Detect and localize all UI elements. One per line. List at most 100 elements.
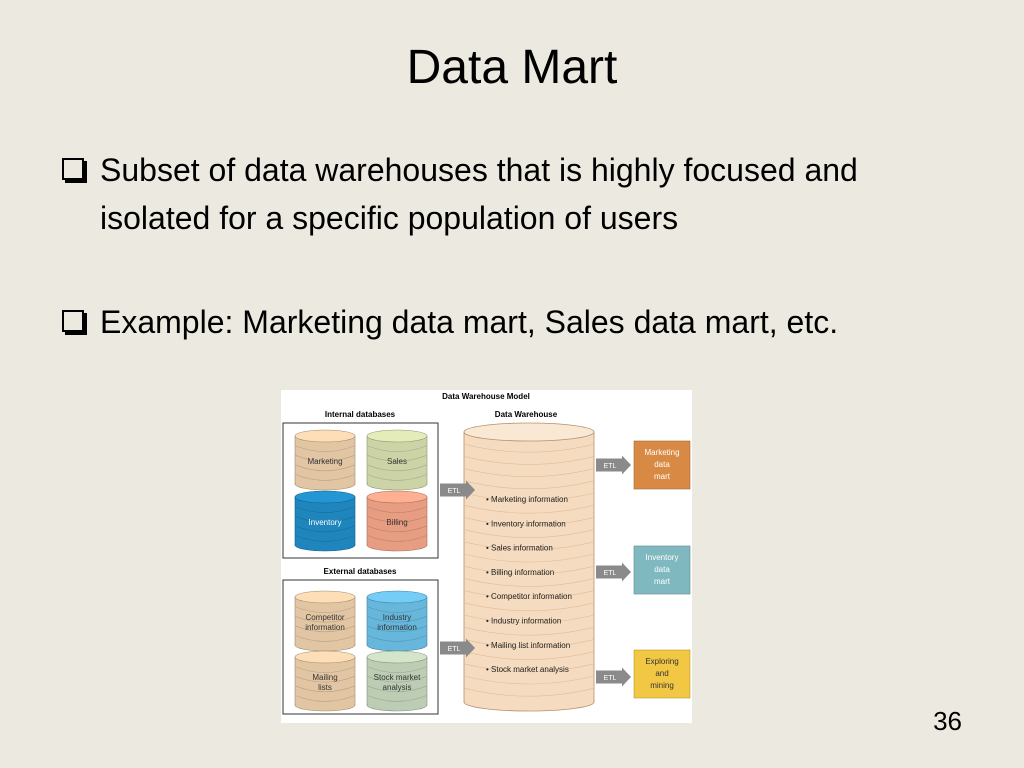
cylinder-ring: [366, 525, 428, 533]
cylinder-fill: [367, 436, 427, 484]
database-label: analysis: [383, 683, 412, 692]
database-label: Billing: [386, 518, 407, 527]
database-label: information: [377, 623, 417, 632]
warehouse-ring: [463, 492, 595, 502]
data-mart-label: mart: [654, 472, 671, 481]
data-mart-box: [633, 649, 691, 699]
warehouse-ring: [463, 541, 595, 551]
checkbox-bullet-icon: [62, 310, 84, 332]
warehouse-ring: [463, 590, 595, 599]
database-label: Sales: [387, 457, 407, 466]
etl-arrow: ETL: [596, 562, 631, 582]
cylinder-ring: [366, 625, 428, 633]
warehouse-ring: [463, 626, 595, 636]
etl-arrow-shape: [596, 667, 631, 687]
etl-arrow: ETL: [596, 455, 631, 475]
cylinder-fill: [295, 436, 355, 484]
etl-label: ETL: [604, 675, 617, 682]
slide-title: Data Mart: [406, 41, 618, 94]
cylinder-ring: [294, 454, 356, 462]
cylinder-top: [294, 490, 356, 504]
cylinder-ring: [294, 606, 356, 613]
cylinder-ring: [294, 474, 356, 481]
database-label: Stock market: [374, 673, 421, 682]
warehouse-fill: [464, 432, 594, 702]
etl-arrow-shape: [596, 455, 631, 475]
database-cylinder: Sales: [366, 429, 428, 491]
database-label: Mailing: [312, 673, 337, 682]
bullet-text: Subset of data warehouses that is highly…: [100, 152, 858, 236]
cylinder-ring: [294, 464, 356, 472]
data-mart-label: Inventory: [646, 553, 679, 562]
cylinder-ring: [366, 506, 428, 513]
data-mart-label: and: [655, 669, 668, 678]
bullet-item: Subset of data warehouses that is highly…: [62, 146, 962, 242]
cylinder-ring: [366, 445, 428, 452]
cylinder-ring: [366, 695, 428, 702]
cylinder-ring: [294, 525, 356, 533]
database-cylinder: Inventory: [294, 490, 356, 552]
warehouse-ring: [463, 663, 595, 673]
data-marts: MarketingdatamartInventorydatamartExplor…: [633, 440, 691, 699]
cylinder-fill: [295, 657, 355, 705]
cylinder-ring: [366, 615, 428, 623]
data-warehouse-heading: Data Warehouse: [495, 410, 558, 419]
warehouse-ring: [463, 456, 595, 465]
cylinder-top: [366, 650, 428, 664]
cylinder-ring: [366, 606, 428, 613]
cylinder-ring: [366, 635, 428, 642]
data-mart-box: [633, 440, 691, 490]
internal-databases-heading: Internal databases: [325, 410, 396, 419]
warehouse-ring: [463, 602, 595, 612]
warehouse-item: • Inventory information: [486, 519, 566, 528]
etl-arrow-shape: [440, 480, 475, 500]
warehouse-item: • Marketing information: [486, 495, 568, 504]
cylinder-ring: [366, 535, 428, 542]
warehouse-ring: [463, 480, 595, 490]
warehouse-item: • Competitor information: [486, 592, 572, 601]
cylinder-ring: [294, 506, 356, 513]
cylinder-ring: [366, 474, 428, 481]
cylinder-ring: [294, 666, 356, 673]
cylinder-ring: [294, 675, 356, 683]
data-mart-box: [633, 545, 691, 595]
database-label: Competitor: [305, 613, 344, 622]
external-databases-box: [282, 579, 439, 715]
cylinder-ring: [294, 615, 356, 623]
data-mart-label: data: [654, 460, 670, 469]
data-warehouse-diagram: Data Warehouse Model Internal databases …: [282, 392, 691, 715]
database-label: lists: [318, 683, 332, 692]
external-databases-heading: External databases: [324, 567, 397, 576]
warehouse-item: • Sales information: [486, 544, 553, 553]
etl-label: ETL: [448, 488, 461, 495]
etl-arrow-shape: [596, 562, 631, 582]
cylinder-ring: [294, 515, 356, 523]
etl-label: ETL: [604, 570, 617, 577]
warehouse-ring: [463, 578, 595, 587]
data-mart-label: Marketing: [644, 448, 679, 457]
cylinder-top: [294, 429, 356, 443]
etl-label: ETL: [448, 646, 461, 653]
cylinder-ring: [294, 695, 356, 702]
warehouse-ring: [463, 675, 595, 685]
warehouse-ring: [463, 443, 595, 453]
warehouse-ring: [463, 517, 595, 526]
cylinder-fill: [367, 497, 427, 545]
cylinder-ring: [294, 535, 356, 542]
data-mart-label: mart: [654, 577, 671, 586]
warehouse-ring: [463, 614, 595, 624]
warehouse-item: • Industry information: [486, 617, 561, 626]
database-label: Industry: [383, 613, 411, 622]
cylinder-ring: [366, 464, 428, 472]
warehouse-ring: [463, 529, 595, 538]
etl-label: ETL: [604, 463, 617, 470]
warehouse-ring: [463, 553, 595, 563]
warehouse-item: • Mailing list information: [486, 641, 570, 650]
warehouse-ring: [463, 504, 595, 514]
data-warehouse-model-figure: Data Warehouse Model Internal databases …: [281, 390, 692, 723]
